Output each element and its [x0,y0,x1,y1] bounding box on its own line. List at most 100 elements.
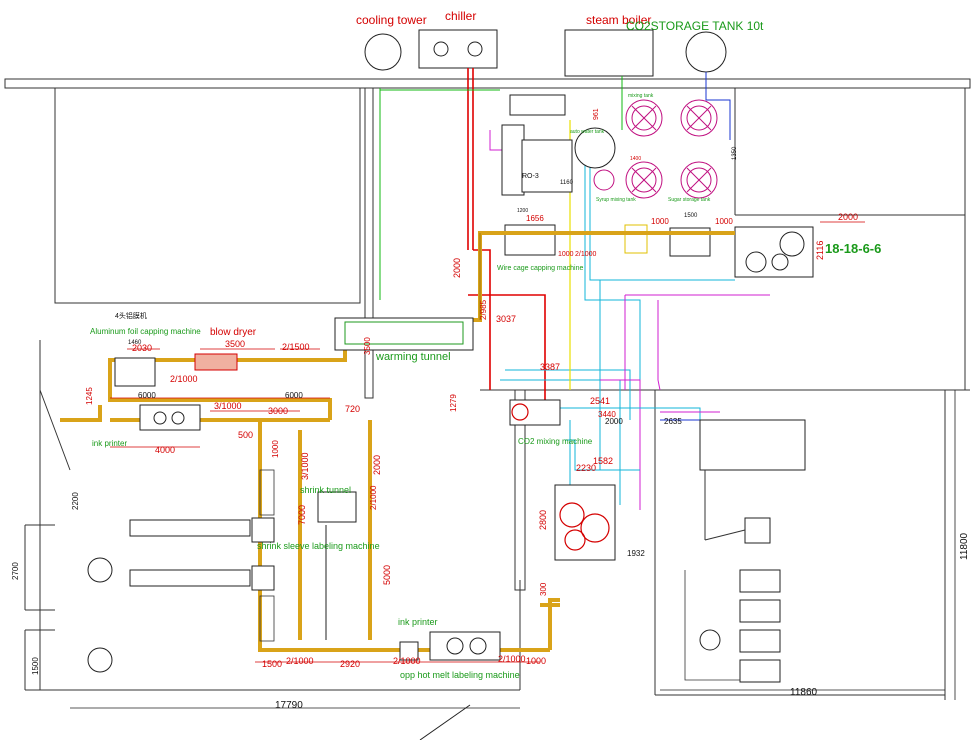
dimension-lines [70,348,956,709]
foil-capper-label: Aluminum foil capping machine [90,327,201,336]
dim-2-1000-e: 2/1000 [393,656,421,666]
dim-300: 300 [539,582,548,596]
mixing-tank-2-icon [680,99,718,137]
dim-2800: 2800 [538,510,548,530]
dim-11860: 11860 [790,687,818,698]
wire-cage-capper [504,224,556,256]
dim-2000-d: 2000 [605,417,623,426]
dim-3500: 3500 [225,339,245,349]
co2-tank-label: CO2STORAGE TANK 10t [626,19,764,33]
opp-labeler-label: opp hot melt labeling machine [400,670,520,680]
ink-printer-1 [139,404,201,431]
dim-1656: 1656 [526,214,544,223]
cooling-tower-icon [364,33,402,71]
dim-2920: 2920 [340,659,360,669]
co2-mixer [509,399,561,426]
capper-4head-label: 4头铝膜机 [115,311,147,320]
line-machines [87,317,806,683]
dim-2-1500: 2/1500 [282,342,310,352]
dim-2-1000-d: 2/1000 [286,656,314,666]
opp-labeler [429,631,501,661]
syrup-mixing-tank-label: Syrup mixing tank [596,197,636,203]
cooling-tower-label: cooling tower [356,13,427,27]
dim-1350: 1350 [732,146,738,160]
dim-2541: 2541 [590,396,610,406]
dim-2030: 2030 [132,343,152,353]
dim-1500-c: 1500 [31,657,40,675]
air-compressor-4 [739,659,781,683]
shrink-tunnel [317,491,357,523]
dim-1582: 1582 [593,456,613,466]
dim-1245: 1245 [85,387,94,405]
conveyors [60,231,735,652]
dim-1000-b: 1000 [715,217,733,226]
dim-2116: 2116 [815,241,825,260]
mixing-tank-label: mixing tank [628,93,654,99]
dim-1000-e: 1000 [558,251,574,258]
sugar-storage-tank-label: Sugar storage tank [668,197,711,203]
dim-3387: 3387 [540,362,560,372]
dim-2000-vert: 2000 [452,258,462,278]
sugar-storage-tank-icon [680,161,718,199]
ink-printer-2-label: ink printer [398,617,438,627]
wire-cage-label: Wire cage capping machine [497,265,583,272]
ink-printer-2 [399,641,419,661]
sleeve-labeler-2 [129,569,251,587]
steam-boiler-unit [564,29,654,77]
dim-2-1000-c: 2/1000 [369,485,378,510]
chiller-label: chiller [445,9,476,23]
filling-area: 2000 2116 18-18-6-6 1000 1500 1000 1656 … [497,208,881,278]
dim-2000-top: 2000 [838,212,858,222]
dim-1932: 1932 [627,549,645,558]
dim-3-1000-b: 3/1000 [300,452,310,480]
pipes [379,68,770,540]
co2-bottle-washer [554,484,616,561]
dim-1000-c: 1000 [271,440,280,458]
utilities-group: cooling tower chiller steam boiler CO2ST… [356,9,764,77]
co2-mixer-label: CO2 mixing machine [518,437,593,446]
air-compressor-3 [739,629,781,653]
dim-2-985: 2/985 [479,299,488,320]
dim-961: 961 [593,108,600,120]
dim-2-1000-f: 2/1000 [498,654,526,664]
steam-boiler-label: steam boiler [586,13,651,27]
auto-water-tank-label: auto water tank [570,129,605,135]
dim-3500-vert: 3500 [363,337,372,355]
dim-4000: 4000 [155,445,175,455]
depalletizer [699,419,806,471]
air-compressor-2 [739,599,781,623]
dim-1500-b: 1500 [262,659,282,669]
dimension-texts: 2000 2/985 3037 3387 3500 1460 2030 3500… [11,258,970,711]
syrup-mixing-tank-icon [625,161,663,199]
air-compressor-1 [739,569,781,593]
dim-1160: 1160 [560,180,574,186]
machine-labels: 4头铝膜机 Aluminum foil capping machine blow… [90,311,593,680]
sleeve-labeler-1 [129,519,251,537]
building-walls [4,78,971,740]
dim-1200: 1200 [517,208,528,214]
dim-500: 500 [238,430,253,440]
filler-code-label: 18-18-6-6 [825,241,881,256]
dim-17790: 17790 [275,700,303,711]
dim-6000-a: 6000 [138,391,156,400]
dim-2230: 2230 [576,463,596,473]
auto-water-tank-icon [574,127,616,169]
syrup-room: RO-3 auto water tank mixing tank Syrup m… [501,93,738,203]
dim-3037: 3037 [496,314,516,324]
sleeve-labeler-label: shrink sleeve labeling machine [257,541,380,551]
dim-2700: 2700 [11,562,20,580]
co2-tank-icon [685,31,727,73]
dim-2635: 2635 [664,417,682,426]
dim-7000: 7000 [297,505,307,525]
shrink-tunnel-label: shrink tunnel [300,485,351,495]
dim-1500-a: 1500 [684,213,698,219]
foil-capper [114,357,156,387]
dim-2000-c: 2000 [372,455,382,475]
dim-3440: 3440 [598,410,616,419]
dim-2200: 2200 [71,492,80,510]
warming-tunnel-label: warming tunnel [375,351,451,363]
ro-unit [501,124,525,196]
dim-3-1000: 3/1000 [214,401,242,411]
dim-6000-b: 6000 [285,391,303,400]
dim-11800: 11800 [959,532,970,560]
